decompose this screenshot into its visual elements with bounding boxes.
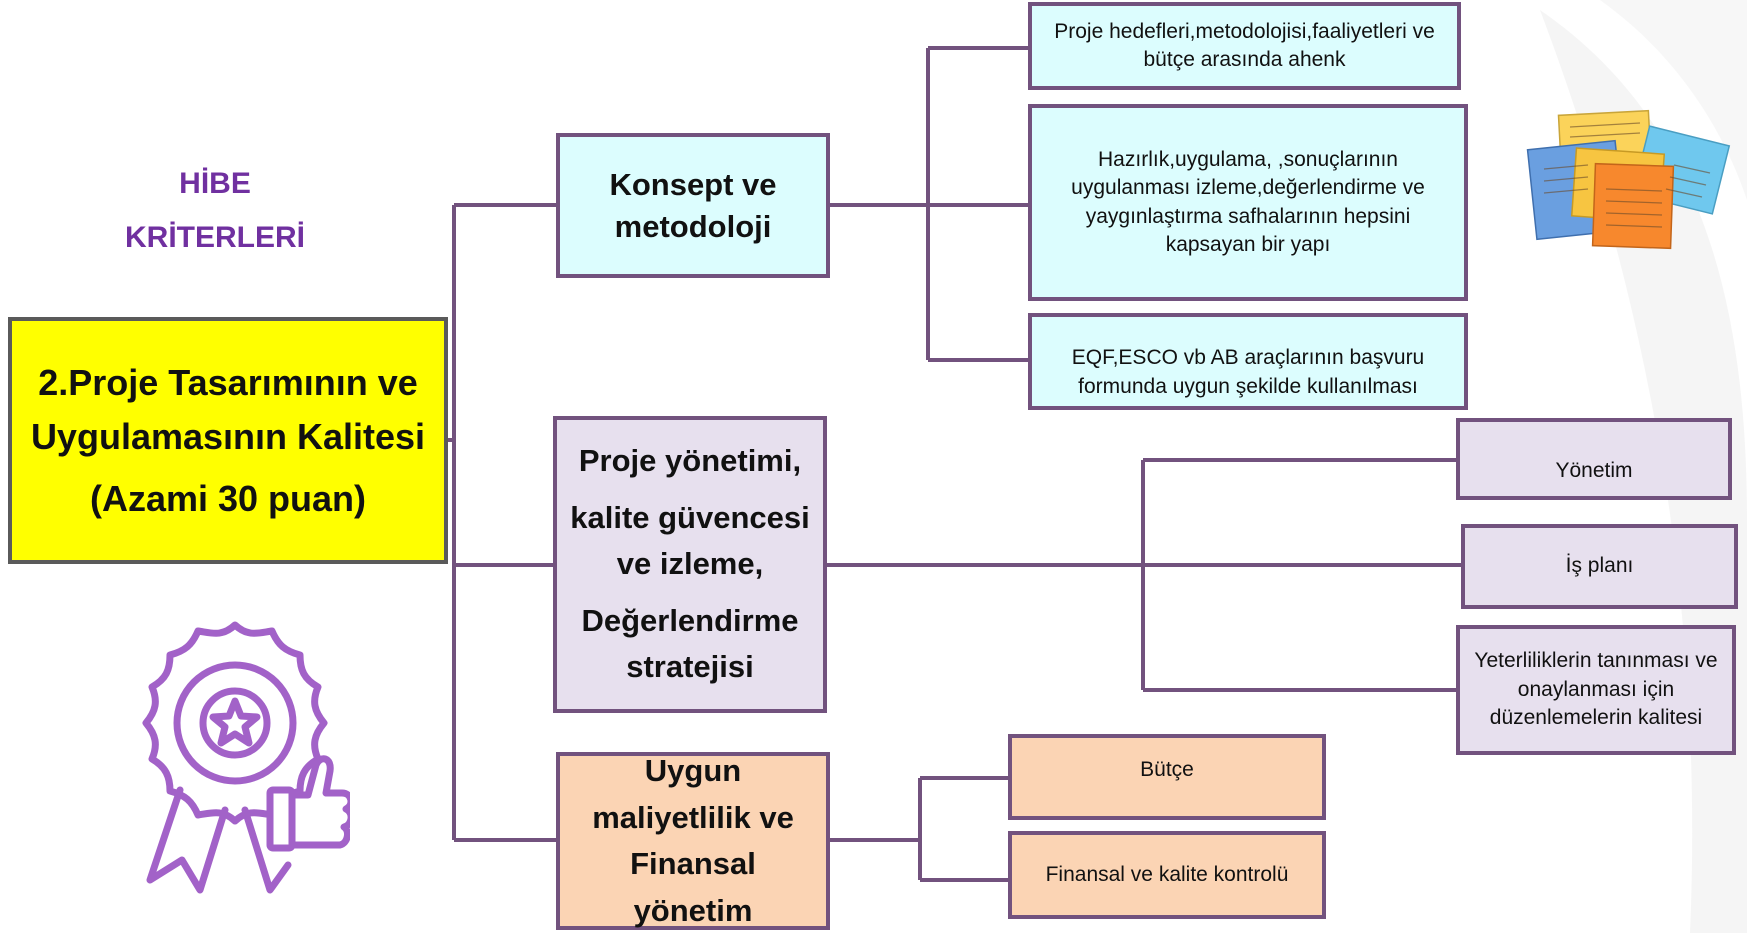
leaf-budget: Bütçe bbox=[1008, 734, 1326, 820]
main-line-3: (Azami 30 puan) bbox=[89, 477, 367, 519]
leaf-1-1-text: Proje hedefleri,metodolojisi,faaliyetler… bbox=[1054, 19, 1435, 71]
branch-2-line-2: kalite güvencesi bbox=[570, 499, 810, 535]
grant-criteria-heading: HİBE KRİTERLERİ bbox=[120, 160, 310, 262]
leaf-eu-tools: EQF,ESCO vb AB araçlarının başvuru formu… bbox=[1028, 313, 1468, 410]
leaf-1-3-text: EQF,ESCO vb AB araçlarının başvuru formu… bbox=[1071, 346, 1425, 398]
branch-3-line-2: maliyetlilik ve bbox=[592, 799, 794, 835]
heading-line-1: HİBE bbox=[179, 167, 251, 200]
leaf-3-2-text: Finansal ve kalite kontrolü bbox=[1045, 862, 1289, 886]
branch-1-line-1: Konsept ve bbox=[609, 166, 777, 202]
leaf-work-plan: İş planı bbox=[1461, 524, 1738, 609]
sticky-notes-icon bbox=[1526, 109, 1731, 250]
leaf-financial-control: Finansal ve kalite kontrolü bbox=[1008, 831, 1326, 919]
branch-1-line-2: metodoloji bbox=[614, 208, 772, 244]
branch-project-management: Proje yönetimi, kalite güvencesi ve izle… bbox=[553, 416, 827, 713]
main-line-1: 2.Proje Tasarımının ve bbox=[38, 361, 418, 403]
branch-cost-effectiveness: Uygun maliyetlilik ve Finansal yönetim bbox=[556, 752, 830, 930]
leaf-2-2-text: İş planı bbox=[1565, 554, 1634, 578]
branch-3-line-1: Uygun bbox=[644, 753, 742, 788]
leaf-2-3-text: Yeterliliklerin tanınması ve onaylanması… bbox=[1474, 649, 1718, 730]
leaf-project-harmony: Proje hedefleri,metodolojisi,faaliyetler… bbox=[1028, 2, 1461, 90]
branch-2-line-1: Proje yönetimi, bbox=[578, 443, 802, 479]
main-criterion-box: 2.Proje Tasarımının ve Uygulamasının Kal… bbox=[8, 317, 448, 564]
leaf-management: Yönetim bbox=[1456, 418, 1732, 500]
main-line-2: Uygulamasının Kalitesi bbox=[30, 415, 426, 457]
leaf-3-1-text: Bütçe bbox=[1140, 757, 1194, 781]
branch-3-line-3: Finansal yönetim bbox=[630, 846, 756, 928]
branch-2-line-5: stratejisi bbox=[626, 649, 754, 685]
leaf-structure-phases: Hazırlık,uygulama, ,sonuçlarının uygulan… bbox=[1028, 104, 1468, 301]
award-badge-thumbs-up-icon bbox=[142, 621, 350, 894]
leaf-1-2-text: Hazırlık,uygulama, ,sonuçlarının uygulan… bbox=[1071, 147, 1425, 256]
heading-line-2: KRİTERLERİ bbox=[125, 221, 305, 254]
leaf-2-1-text: Yönetim bbox=[1555, 458, 1633, 482]
branch-concept-methodology: Konsept ve metodoloji bbox=[556, 133, 830, 278]
leaf-qualification-recognition: Yeterliliklerin tanınması ve onaylanması… bbox=[1456, 625, 1736, 755]
branch-2-line-4: Değerlendirme bbox=[581, 602, 799, 638]
branch-2-line-3: ve izleme, bbox=[616, 546, 764, 582]
